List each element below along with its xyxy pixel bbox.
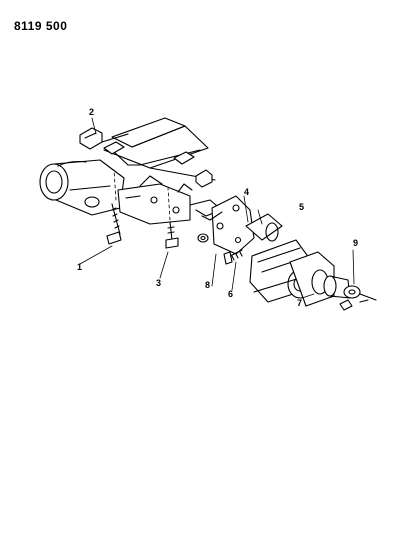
callout-5: 5: [299, 202, 304, 212]
upper-clip-right: [173, 151, 213, 188]
callout-6: 6: [228, 289, 233, 299]
callout-1: 1: [77, 262, 82, 272]
mounting-bolt-3: [165, 221, 179, 249]
lock-housing-shroud: [39, 159, 125, 216]
diagram-id-label: 8119 500: [14, 19, 68, 33]
callout-8: 8: [205, 280, 210, 290]
callout-leaders: [79, 117, 355, 299]
callout-9: 9: [353, 238, 358, 248]
lock-cylinder-9: [323, 275, 377, 301]
bolt-alignment-lines: [113, 169, 171, 221]
housing-flange-plate: [201, 195, 255, 255]
column-jacket-bracket: [117, 175, 223, 225]
upper-clip-left: [79, 127, 103, 150]
callout-3: 3: [156, 278, 161, 288]
retainer-clips-right: [339, 299, 369, 311]
callout-2: 2: [89, 107, 94, 117]
callout-7: 7: [297, 298, 302, 308]
upper-clip-mid: [103, 141, 125, 155]
mounting-bolt-1: [106, 203, 122, 245]
screw-6: [223, 249, 243, 265]
callout-4: 4: [244, 187, 249, 197]
nut-washer-8: [197, 233, 209, 243]
